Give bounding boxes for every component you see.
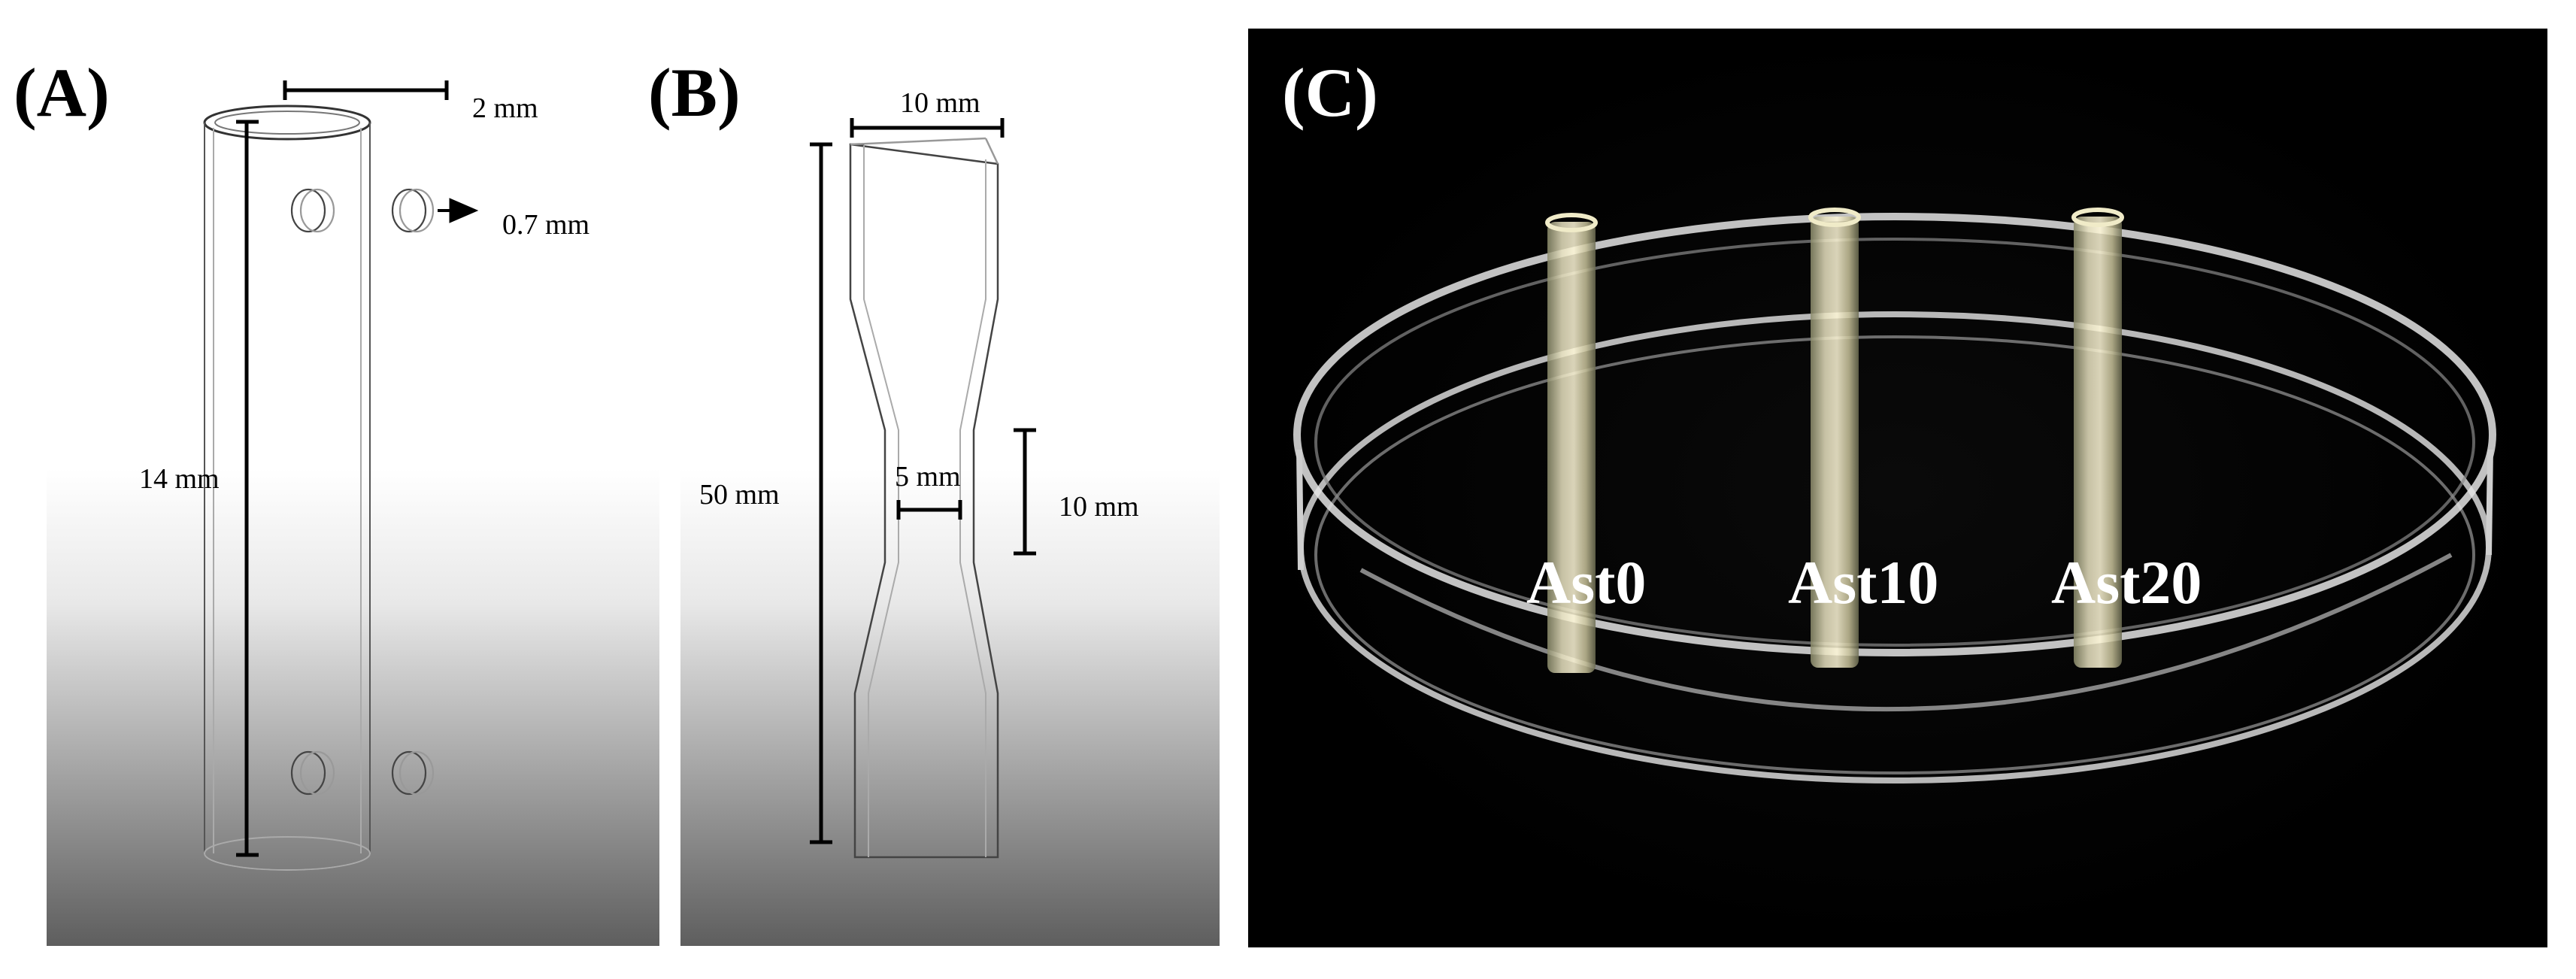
tube-diameter-label: 2 mm <box>472 92 538 124</box>
panel-b-label: (B) <box>648 54 741 131</box>
panel-b <box>680 45 1220 946</box>
dogbone-specimen <box>849 137 999 859</box>
sample-label-ast20: Ast20 <box>2051 548 2202 617</box>
panel-a <box>47 45 659 946</box>
top-width-label: 10 mm <box>900 87 980 119</box>
hole-diameter-label: 0.7 mm <box>502 209 590 241</box>
panel-c-photo <box>1248 29 2547 947</box>
neck-width-label: 5 mm <box>895 461 961 493</box>
tube-length-label: 14 mm <box>139 463 220 495</box>
panel-c-label: (C) <box>1282 54 1378 131</box>
petri-dish-photo <box>1248 29 2547 947</box>
panel-a-background <box>47 45 659 946</box>
dimension-lines <box>810 118 1036 844</box>
sample-label-ast10: Ast10 <box>1788 548 1939 617</box>
neck-length-label: 10 mm <box>1059 491 1139 523</box>
panel-b-background <box>680 45 1220 946</box>
panel-b-drawing <box>680 45 1220 946</box>
hole-set <box>290 188 435 796</box>
petri-dish <box>1293 213 2496 784</box>
sample-label-ast0: Ast0 <box>1526 548 1647 617</box>
dimension-lines <box>236 80 479 857</box>
tube-drawing <box>203 105 371 871</box>
panel-a-label: (A) <box>14 54 110 131</box>
hole-circles <box>290 188 335 233</box>
sample-tubes <box>1545 208 2124 673</box>
panel-a-drawing <box>47 45 659 946</box>
total-length-label: 50 mm <box>699 479 780 511</box>
